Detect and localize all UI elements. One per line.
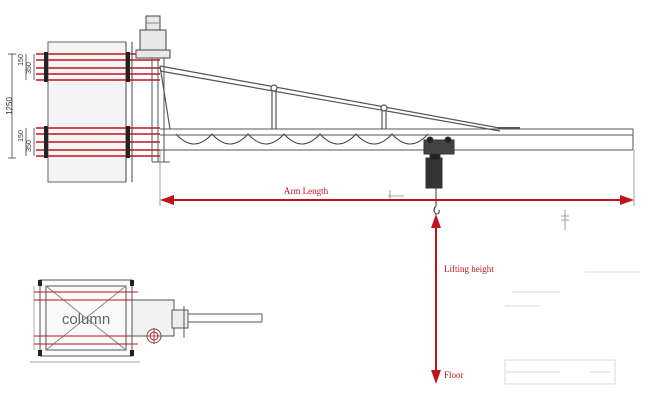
height-dimension (8, 53, 35, 159)
tie-rod (159, 65, 506, 132)
dim-total-height: 1250 (5, 97, 14, 115)
lifting-height-arrow (431, 214, 441, 384)
floor-label: Floor (444, 370, 464, 380)
lifting-height-label: Lifting height (444, 264, 494, 274)
arm-length-label: Arm Length (284, 186, 329, 196)
wall-bracket (36, 41, 160, 183)
column-label: column (62, 311, 110, 328)
cable-festoon (175, 133, 429, 145)
dim-lower-b: 350 (26, 140, 33, 152)
end-marks (388, 190, 569, 230)
dim-lower-a: 150 (18, 130, 25, 142)
slewing-motor (135, 15, 171, 59)
jib-beam (160, 127, 634, 151)
dim-upper-b: 350 (26, 62, 33, 74)
arm-length-arrow (159, 150, 635, 206)
plan-view (30, 279, 140, 363)
mast-column (151, 58, 170, 163)
dim-upper-a: 150 (18, 54, 25, 66)
electric-hoist (423, 136, 455, 215)
faint-details (504, 271, 640, 385)
plan-arm (131, 299, 263, 344)
